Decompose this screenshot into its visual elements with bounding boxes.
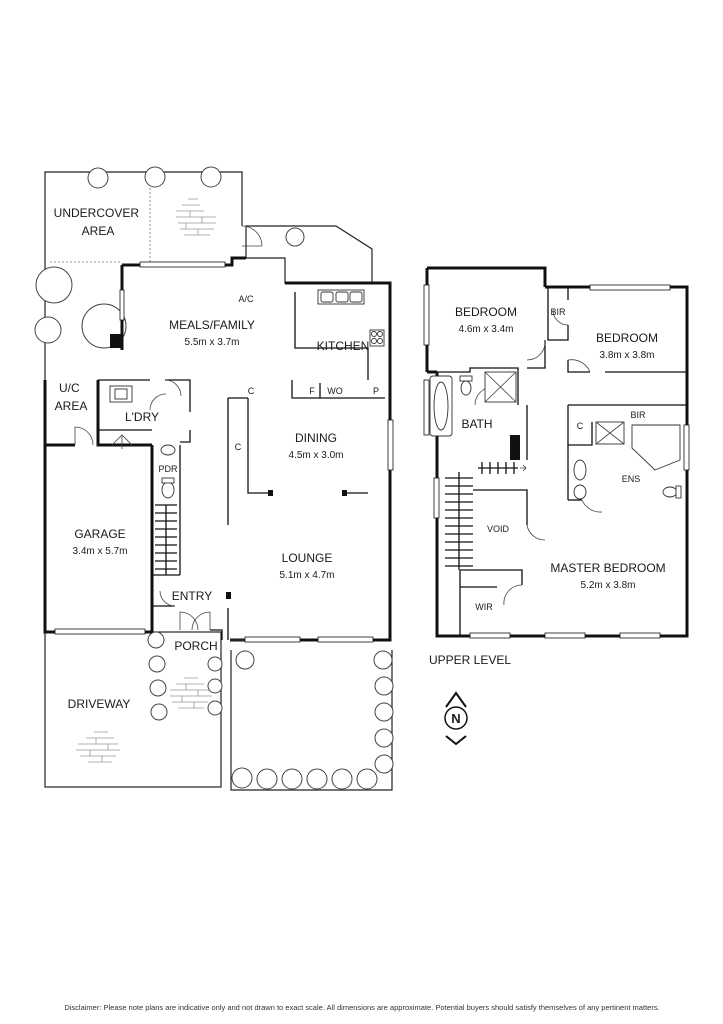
ground-fixtures (109, 289, 385, 575)
ground-interior-walls (98, 292, 385, 640)
upper-level: BEDROOM 4.6m x 3.4m BIR BEDROOM 3.8m x 3… (423, 266, 690, 667)
entry-label: ENTRY (172, 589, 212, 603)
ens-label: ENS (622, 474, 641, 484)
dining-dims: 4.5m x 3.0m (288, 450, 343, 461)
porch-label: PORCH (174, 639, 217, 653)
dining-label: DINING (295, 431, 337, 445)
cupboard-label-1: C (248, 386, 255, 396)
upper-level-label: UPPER LEVEL (429, 653, 511, 667)
paving-bricks (76, 198, 216, 763)
lounge-dims: 5.1m x 4.7m (279, 570, 334, 581)
upper-windows (423, 284, 690, 639)
cupboard-label-upper: C (577, 421, 584, 431)
shrubs (34, 166, 394, 790)
bedroom-1-label: BEDROOM (455, 305, 517, 319)
pdr-label: PDR (158, 464, 178, 474)
garage-dims: 3.4m x 5.7m (72, 546, 127, 557)
bedroom-2-label: BEDROOM (596, 331, 658, 345)
upper-interior-walls (427, 287, 687, 636)
disclaimer-text: Disclaimer: Please note plans are indica… (64, 1003, 659, 1012)
bedroom-1-dims: 4.6m x 3.4m (458, 324, 513, 335)
undercover-area-label-line1: UNDERCOVER (54, 206, 140, 220)
undercover-area-label-line2: AREA (82, 224, 115, 238)
upper-labels: BEDROOM 4.6m x 3.4m BIR BEDROOM 3.8m x 3… (429, 305, 666, 667)
ground-labels: UNDERCOVER AREA MEALS/FAMILY 5.5m x 3.7m… (54, 206, 379, 711)
ground-doors (74, 225, 266, 641)
undercover-area-label: UNDERCOVER AREA (54, 206, 143, 238)
laundry-label: L'DRY (125, 410, 159, 424)
uc-area-label-line2: AREA (55, 399, 88, 413)
void-label: VOID (487, 524, 510, 534)
uc-area-label-line1: U/C (59, 381, 80, 395)
bath-label: BATH (461, 417, 492, 431)
bir-2-label: BIR (630, 410, 646, 420)
master-bedroom-label: MASTER BEDROOM (550, 561, 665, 575)
ground-level: UNDERCOVER AREA MEALS/FAMILY 5.5m x 3.7m… (34, 166, 394, 791)
upper-fixtures (429, 371, 682, 570)
ac-label: A/C (238, 294, 254, 304)
driveway-label: DRIVEWAY (68, 697, 131, 711)
north-compass-icon: N (444, 691, 468, 746)
cupboard-label-2: C (235, 442, 242, 452)
master-bedroom-dims: 5.2m x 3.8m (580, 580, 635, 591)
ground-windows (54, 261, 394, 643)
kitchen-label: KITCHEN (317, 339, 370, 353)
pantry-label: P (373, 386, 379, 396)
lounge-label: LOUNGE (282, 551, 333, 565)
garage-label: GARAGE (74, 527, 125, 541)
uc-area-label: U/C AREA (55, 381, 88, 413)
wir-label: WIR (475, 602, 493, 612)
bedroom-2-dims: 3.8m x 3.8m (599, 350, 654, 361)
bir-1-label: BIR (550, 307, 566, 317)
compass-north-label: N (451, 711, 460, 726)
meals-family-dims: 5.5m x 3.7m (184, 337, 239, 348)
fridge-label: F (309, 386, 315, 396)
meals-family-label: MEALS/FAMILY (169, 318, 255, 332)
wall-oven-label: WO (327, 386, 343, 396)
